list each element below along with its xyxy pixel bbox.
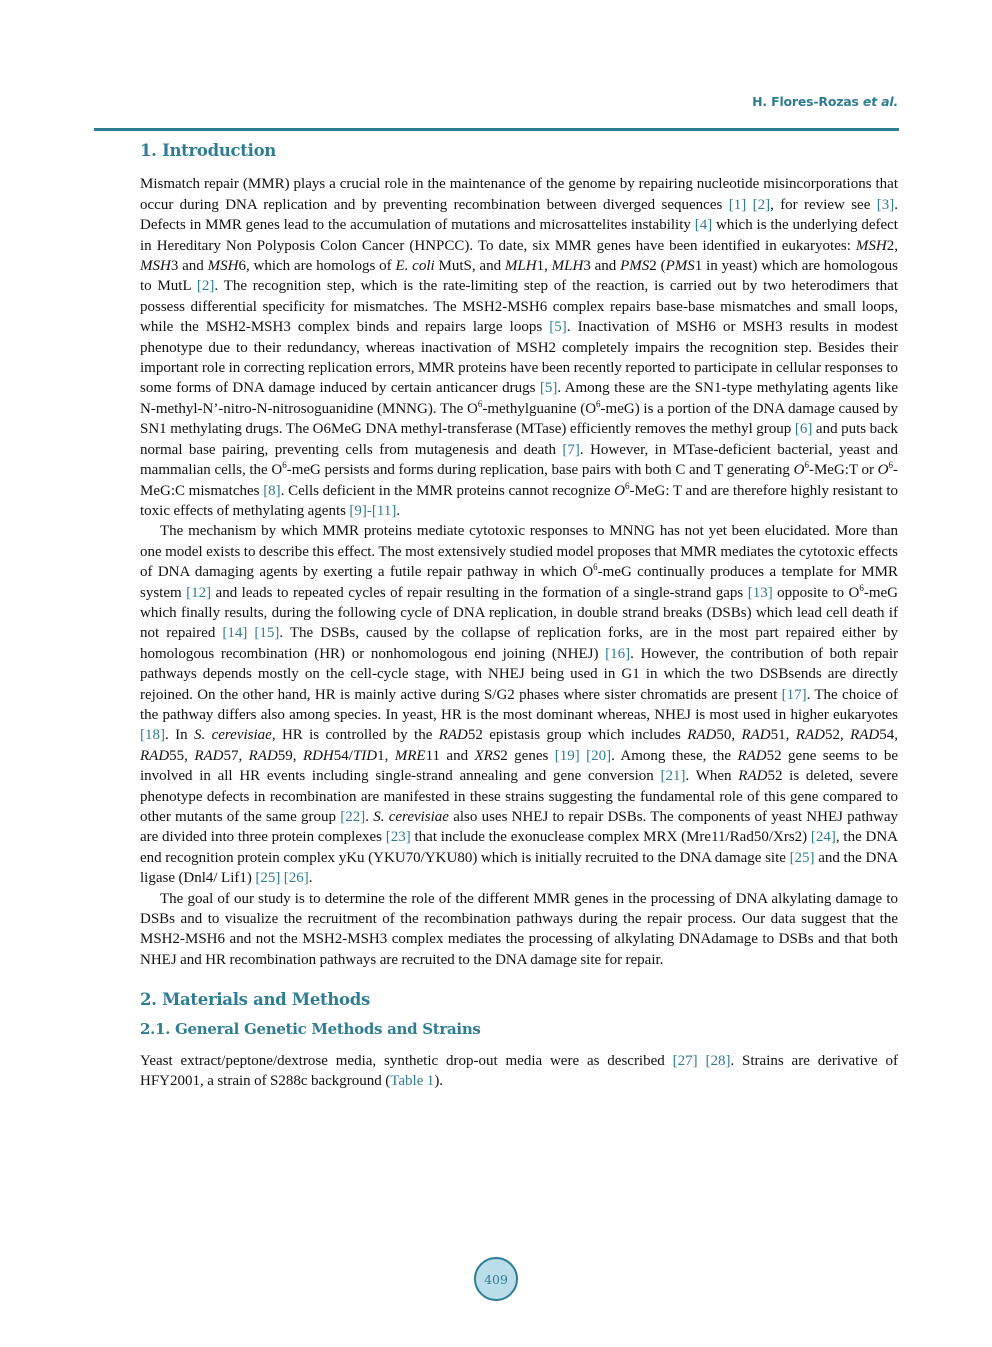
italic-term: PMS <box>620 258 650 275</box>
citation-link[interactable]: [9]-[11] <box>349 502 397 519</box>
italic-term: O <box>614 482 626 499</box>
italic-term: RAD <box>438 727 468 744</box>
citation-link[interactable]: [2] <box>752 196 771 213</box>
citation-link[interactable]: [5] <box>549 319 567 336</box>
italic-term: RAD <box>795 727 825 744</box>
citation-link[interactable]: [25] <box>255 870 281 887</box>
superscript: 6 <box>593 562 598 573</box>
superscript: 6 <box>804 460 809 471</box>
citation-link[interactable]: [28] <box>705 1053 731 1070</box>
citation-link[interactable]: Table 1 <box>390 1073 435 1090</box>
running-head-etal: et al. <box>862 94 898 109</box>
citation-link[interactable]: [22] <box>340 809 366 825</box>
citation-link[interactable]: [13] <box>747 584 773 601</box>
header-divider <box>94 128 899 131</box>
italic-term: O <box>793 462 805 479</box>
citation-link[interactable]: [25] <box>789 849 815 866</box>
running-head-author: H. Flores-Rozas <box>752 94 859 109</box>
running-head: H. Flores-Rozas et al. <box>752 94 898 109</box>
page-number: 409 <box>484 1271 508 1287</box>
citation-link[interactable]: [12] <box>186 584 212 601</box>
citation-link[interactable]: [26] <box>283 870 309 887</box>
citation-link[interactable]: [6] <box>794 421 813 438</box>
italic-term: RDH <box>302 747 334 764</box>
citation-link[interactable]: [1] <box>728 196 747 213</box>
superscript: 6 <box>282 460 287 471</box>
section-title-introduction: 1. Introduction <box>140 141 276 160</box>
paragraph: Mismatch repair (MMR) plays a crucial ro… <box>140 176 899 519</box>
superscript: 6 <box>596 398 601 409</box>
citation-link[interactable]: [2] <box>196 278 215 295</box>
italic-term: MSH <box>207 258 239 275</box>
italic-term: E. coli <box>395 258 435 275</box>
superscript: 6 <box>625 480 630 491</box>
section-title-materials-methods: 2. Materials and Methods <box>140 990 370 1010</box>
subsection-title-genetic-methods: 2.1. General Genetic Methods and Strains <box>140 1019 481 1038</box>
citation-link[interactable]: [19] <box>554 747 580 764</box>
italic-term: RAD <box>737 747 767 764</box>
italic-term: MSH <box>140 258 171 275</box>
citation-link[interactable]: [5] <box>539 380 558 397</box>
citation-link[interactable]: [27] <box>672 1053 698 1070</box>
italic-term: RAD <box>140 747 170 764</box>
italic-term: PMS <box>665 258 695 275</box>
page-number-badge: 409 <box>474 1257 518 1301</box>
citation-link[interactable]: [23] <box>385 829 411 846</box>
italic-term: RAD <box>850 727 880 744</box>
italic-term: MRE <box>394 747 426 764</box>
citation-link[interactable]: [24] <box>810 829 836 846</box>
italic-term: RAD <box>194 747 224 764</box>
citation-link[interactable]: [7] <box>562 441 580 458</box>
italic-term: S. cerevisiae <box>373 809 449 825</box>
italic-term: MLH <box>551 258 584 275</box>
citation-link[interactable]: [8] <box>263 482 281 499</box>
italic-term: XRS <box>474 747 501 764</box>
paragraph: The goal of our study is to determine th… <box>140 890 898 968</box>
article-body: 1. Introduction Mismatch repair (MMR) pl… <box>140 140 898 1092</box>
italic-term: MLH <box>504 258 537 275</box>
citation-link[interactable]: [21] <box>660 768 686 785</box>
citation-link[interactable]: [3] <box>876 196 895 213</box>
citation-link[interactable]: [14] <box>222 625 248 642</box>
citation-link[interactable]: [16] <box>605 645 631 662</box>
superscript: 6 <box>859 582 864 593</box>
italic-term: RAD <box>738 768 768 785</box>
italic-term: RAD <box>248 747 278 764</box>
paragraph: Yeast extract/peptone/dextrose media, sy… <box>140 1053 898 1090</box>
italic-term: MSH <box>855 237 887 254</box>
superscript: 6 <box>477 398 483 409</box>
italic-term: RAD <box>741 727 771 744</box>
citation-link[interactable]: [17] <box>781 686 807 703</box>
citation-link[interactable]: [18] <box>140 727 165 744</box>
superscript: 6 <box>888 460 894 471</box>
italic-term: TID <box>352 747 378 764</box>
italic-term: RAD <box>687 727 717 744</box>
paragraph: The mechanism by which MMR proteins medi… <box>140 523 898 887</box>
citation-link[interactable]: [4] <box>694 217 713 234</box>
citation-link[interactable]: [20] <box>586 747 612 764</box>
italic-term: S. cerevisiae <box>193 727 272 744</box>
citation-link[interactable]: [15] <box>254 625 280 642</box>
italic-term: O <box>877 462 889 479</box>
